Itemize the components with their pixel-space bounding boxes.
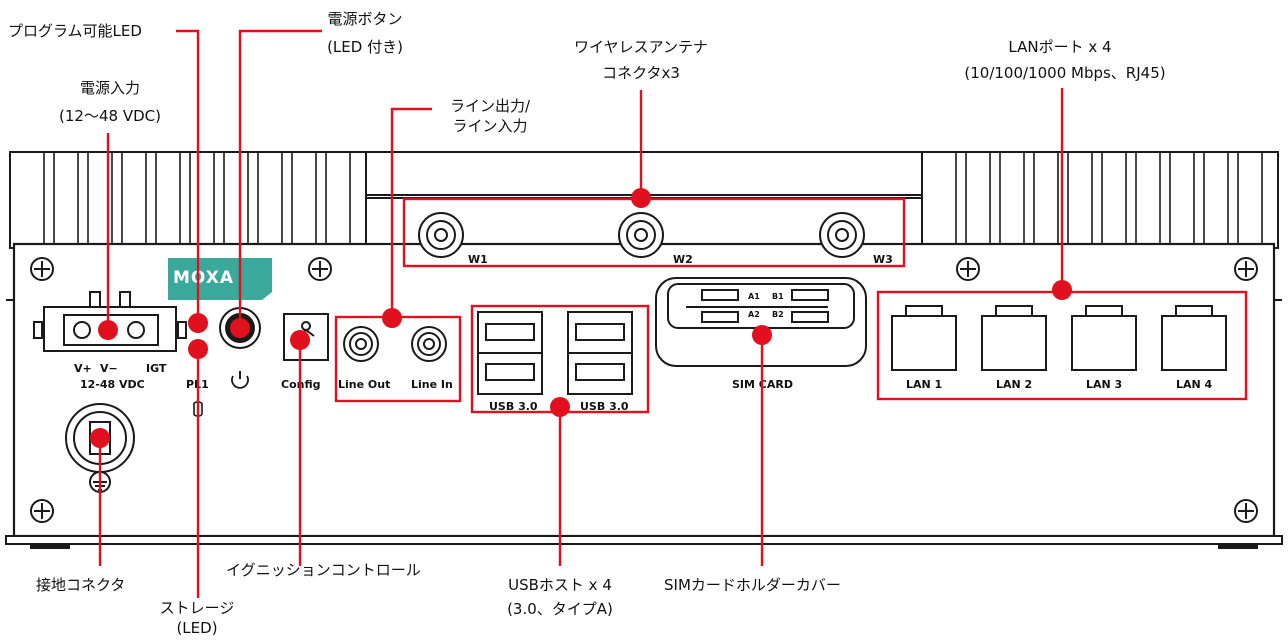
label-sim-b2: B2 bbox=[772, 310, 784, 319]
logo-text: MOXA bbox=[173, 268, 234, 288]
callout-power-input-2: (12〜48 VDC) bbox=[59, 107, 161, 125]
callout-antenna-1: ワイヤレスアンテナ bbox=[574, 38, 708, 56]
callout-ground: 接地コネクタ bbox=[36, 576, 126, 594]
label-lan-3: LAN 3 bbox=[1086, 378, 1122, 391]
callout-lan-2: (10/100/1000 Mbps、RJ45) bbox=[964, 64, 1166, 82]
callout-ignition: イグニッションコントロール bbox=[226, 561, 421, 579]
callout-storage-1: ストレージ bbox=[159, 599, 235, 617]
label-usb-right: USB 3.0 bbox=[580, 400, 629, 413]
label-sim-b1: B1 bbox=[772, 292, 784, 301]
usb-ports bbox=[477, 311, 633, 395]
label-lan-2: LAN 2 bbox=[996, 378, 1032, 391]
label-igt: IGT bbox=[146, 362, 167, 375]
moxa-logo bbox=[168, 258, 272, 300]
callout-line-2: ライン入力 bbox=[452, 117, 528, 135]
callout-line-1: ライン出力/ bbox=[449, 97, 531, 115]
callout-sim: SIMカードホルダーカバー bbox=[664, 576, 841, 594]
callout-power-input-1: 電源入力 bbox=[79, 79, 140, 97]
callout-lines bbox=[98, 29, 1248, 598]
callout-power-button-2: (LED 付き) bbox=[327, 38, 403, 56]
callout-dots bbox=[90, 188, 1072, 448]
label-w3: W3 bbox=[873, 253, 893, 266]
label-line-out: Line Out bbox=[338, 378, 390, 391]
label-usb-left: USB 3.0 bbox=[489, 400, 538, 413]
label-vplus: V+ bbox=[74, 362, 92, 375]
label-sim-a2: A2 bbox=[748, 310, 760, 319]
label-w1: W1 bbox=[468, 253, 488, 266]
callout-usb-2: (3.0、タイプA) bbox=[507, 600, 613, 618]
label-vminus: V− bbox=[100, 362, 118, 375]
label-lan-4: LAN 4 bbox=[1176, 378, 1213, 391]
label-lan-1: LAN 1 bbox=[906, 378, 942, 391]
label-line-in: Line In bbox=[411, 378, 453, 391]
callout-power-button-1: 電源ボタン bbox=[327, 10, 403, 28]
label-power-rating: 12-48 VDC bbox=[80, 378, 145, 391]
antenna-connectors bbox=[418, 212, 865, 258]
callout-antenna-2: コネクタx3 bbox=[602, 64, 680, 82]
audio-jacks bbox=[343, 326, 447, 362]
lan-ports bbox=[891, 305, 1227, 371]
label-w2: W2 bbox=[673, 253, 693, 266]
callout-storage-2: (LED) bbox=[176, 619, 218, 637]
callout-lan-1: LANポート x 4 bbox=[1008, 38, 1112, 56]
heatsink-fins-left bbox=[9, 151, 367, 249]
callout-usb-1: USBホスト x 4 bbox=[508, 576, 612, 594]
label-sim-a1: A1 bbox=[748, 292, 760, 301]
heatsink-fins-right bbox=[921, 151, 1279, 249]
callout-prog-led: プログラム可能LED bbox=[8, 22, 142, 40]
